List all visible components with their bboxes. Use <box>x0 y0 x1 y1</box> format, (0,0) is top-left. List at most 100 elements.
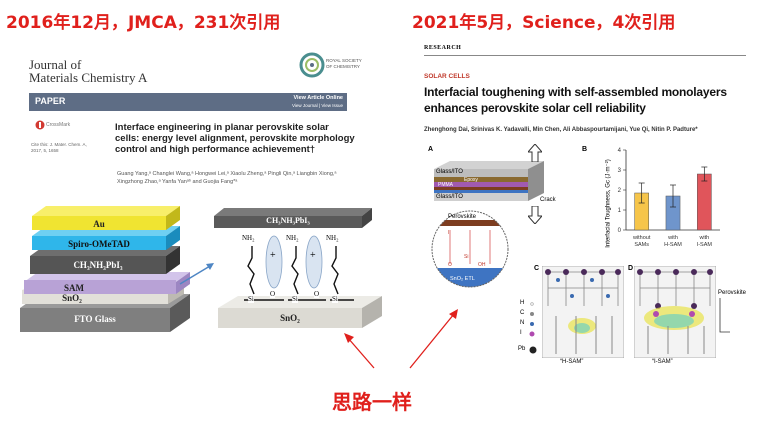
legend-c: C <box>520 310 525 316</box>
layer-label-spiro: Spiro-OMeTAD <box>68 239 130 249</box>
panel-a-label: A <box>428 146 434 153</box>
perovskite-front-face <box>30 256 166 274</box>
category-label-line2-1: H-SAM <box>664 242 682 248</box>
left-caption: 2016年12月，JMCA，231次引用 <box>6 13 281 33</box>
legend-pb: Pb <box>518 346 526 352</box>
o-label-2: O <box>314 290 320 298</box>
atom-si-label: Si <box>464 254 469 260</box>
plus-sign-2: + <box>310 250 316 261</box>
legend-i: I <box>520 330 522 336</box>
top-slab-front <box>214 216 362 228</box>
glass-top-label: Glass/ITO <box>436 169 463 175</box>
fto-front-face <box>20 308 170 332</box>
crossmark-label: CrossMark <box>46 122 71 128</box>
si-label-1: Si <box>248 295 254 303</box>
atom-i-label: I <box>448 230 450 236</box>
research-label: RESEARCH <box>424 45 462 51</box>
glass-bottom-label: Glass/ITO <box>436 194 463 200</box>
amine-label-2: NH₂ <box>286 234 299 242</box>
panel-b-label: B <box>582 146 588 153</box>
perovskite-bracket-icon <box>719 298 730 333</box>
h-sam-structure <box>542 266 624 358</box>
bottom-slab-front <box>218 308 362 328</box>
crack-label: Crack <box>540 197 556 203</box>
panel-d-perovskite-label: Perovskite <box>718 290 747 296</box>
sam-front-face <box>24 280 176 294</box>
charge-ellipse-2 <box>305 235 323 289</box>
etl-zoom-label: SnO₂ ETL <box>450 276 475 282</box>
science-article-title: Interfacial toughening with self-assembl… <box>424 85 727 115</box>
panel-b-ylabel: Interfacial Toughness, Gᴄ (J·m⁻²) <box>605 159 612 248</box>
y-tick-label-0: 0 <box>618 228 622 234</box>
perovskite-band <box>434 187 528 190</box>
right-caption: 2021年5月，Science，4次引用 <box>412 13 676 33</box>
device-stack-graphic <box>20 206 190 332</box>
epoxy-label: Epoxy <box>464 177 478 183</box>
si-label-3: Si <box>332 295 338 303</box>
si-label-2: Si <box>292 295 298 303</box>
category-label-1: with <box>667 235 678 241</box>
rsc-logo-line1: ROYAL SOCIETY <box>326 58 362 63</box>
au-top-face <box>32 206 180 216</box>
rsc-logo: ROYAL SOCIETY OF CHEMISTRY <box>299 50 362 82</box>
rsc-logo-line2: OF CHEMISTRY <box>326 64 360 69</box>
element-legend: H C N I Pb <box>518 300 538 360</box>
category-label-line2-2: I-SAM <box>697 242 713 248</box>
jmca-authors: Guang Yang,ᵃ Changlei Wang,ᵃ Hongwei Lei… <box>117 171 337 185</box>
science-paper: RESEARCH SOLAR CELLS Interfacial toughen… <box>424 40 754 380</box>
i-sam-caption: “I-SAM” <box>652 359 673 365</box>
y-tick-label-3: 3 <box>618 168 622 174</box>
device-stack: Au Spiro-OMeTAD CH₃NH₃PbI₃ SAM SnO₂ FTO … <box>20 206 200 351</box>
zoom-arrow-icon <box>179 263 214 285</box>
i-sam-structure <box>634 266 716 358</box>
view-journal-link[interactable]: View Journal | View Issue <box>291 103 343 108</box>
y-tick-label-4: 4 <box>618 148 622 154</box>
category-label-0: without <box>632 235 651 241</box>
panel-d-label: D <box>628 265 634 272</box>
category-label-line2-0: SAMs <box>634 242 649 248</box>
spiro-side-face <box>166 226 180 250</box>
spiro-front-face <box>32 236 166 250</box>
perovskite-zoom-label: Perovskite <box>448 214 477 220</box>
rsc-emblem-icon <box>299 52 325 78</box>
atom-oh-label: OH <box>478 262 486 268</box>
view-article-link[interactable]: View Article Online <box>293 95 343 101</box>
perovskite-side-face <box>166 246 180 274</box>
stack-side <box>528 161 544 201</box>
comparison-arrows <box>344 309 458 369</box>
bar-2 <box>697 173 712 231</box>
glass-bottom-front <box>434 193 528 201</box>
y-tick-label-2: 2 <box>618 188 622 194</box>
paper-section-bar: PAPER View Article Online View Journal |… <box>29 93 347 111</box>
charge-ellipse-1 <box>265 235 283 289</box>
sam-top-face <box>24 272 190 282</box>
science-authors: Zhenghong Dai, Srinivas K. Yadavalli, Mi… <box>424 127 698 133</box>
research-rule <box>424 55 746 56</box>
panel-c-label: C <box>534 265 540 272</box>
h-sam-caption: “H-SAM” <box>560 359 584 365</box>
pmma-band <box>434 182 528 187</box>
plus-sign-1: + <box>270 250 276 261</box>
layer-label-au: Au <box>93 219 105 229</box>
crossmark-icon <box>35 120 45 130</box>
legend-n: N <box>520 320 525 326</box>
layer-label-fto: FTO Glass <box>74 314 116 324</box>
panel-a-stack <box>434 161 544 201</box>
epoxy-band <box>434 177 528 182</box>
solar-cells-category: SOLAR CELLS <box>424 73 470 80</box>
amine-label-3: NH₂ <box>326 234 339 242</box>
interface-zoom-circle <box>431 210 509 288</box>
category-label-2: with <box>698 235 709 241</box>
citation-line: Cite this: J. Mater. Chem. A, 2017, 5, 1… <box>31 142 87 153</box>
jmca-header: Journal of Materials Chemistry A ROYAL S… <box>29 38 362 193</box>
amine-label-1: NH₂ <box>242 234 255 242</box>
legend-atom-dots <box>529 302 537 354</box>
au-side-face <box>166 206 180 230</box>
etl-band <box>434 190 528 193</box>
top-slab-side <box>362 208 372 228</box>
o-label-1: O <box>270 290 276 298</box>
schematic-top-label: CH₃NH₃PbI₃ <box>266 216 310 225</box>
glass-top-front <box>434 169 528 177</box>
bottom-slab-face <box>218 296 382 308</box>
